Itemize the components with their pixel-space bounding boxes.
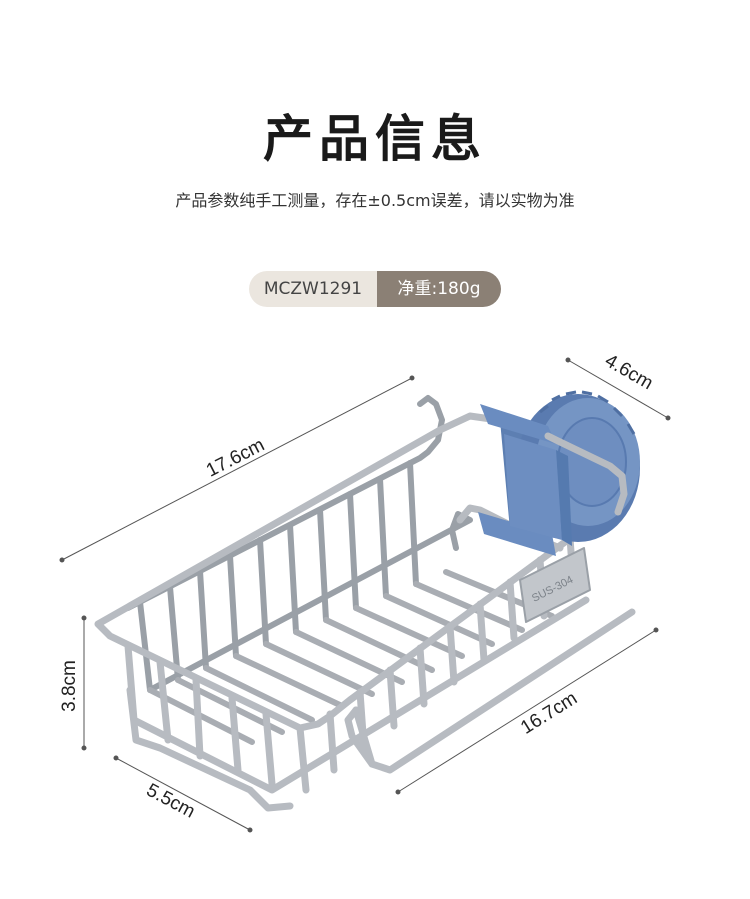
dim-top-length: 17.6cm: [203, 435, 268, 482]
dimension-lines: [59, 357, 671, 833]
spec-pill: MCZW1291 净重:180g: [249, 271, 501, 307]
dim-bottom-length: 16.7cm: [517, 688, 581, 739]
model-number: MCZW1291: [249, 271, 377, 307]
wire-rack: SUS-304: [94, 395, 636, 812]
dim-depth: 4.6cm: [601, 350, 656, 394]
blue-clamp: [478, 390, 640, 556]
product-dimension-diagram: 17.6cm 4.6cm 3.8cm 5.5cm 16.7cm: [59, 350, 671, 833]
page-subtitle: 产品参数纯手工测量，存在±0.5cm误差，请以实物为准: [175, 191, 575, 210]
net-weight: 净重:180g: [377, 271, 501, 307]
dim-height: 3.8cm: [59, 660, 80, 712]
page-title: 产品信息: [263, 110, 487, 168]
steel-plate: SUS-304: [519, 547, 591, 623]
dim-width: 5.5cm: [143, 780, 199, 823]
